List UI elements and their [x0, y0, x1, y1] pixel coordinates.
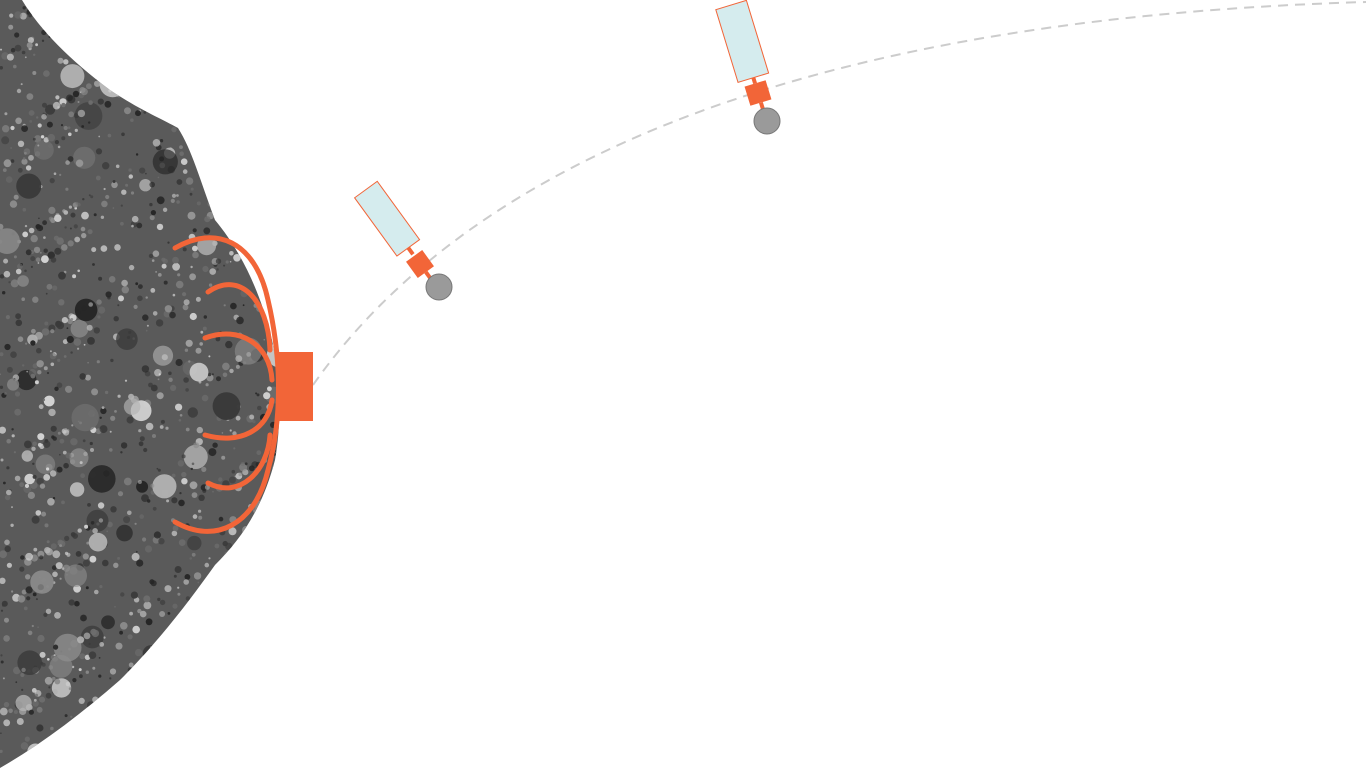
sampler-head-icon — [425, 273, 453, 301]
spacecraft-body — [406, 250, 434, 278]
spacecraft-icon — [715, 0, 772, 111]
solar-panel — [715, 0, 770, 84]
sampler-head-icon — [753, 107, 781, 135]
trajectory-path — [312, 1, 1366, 386]
contact-pad-icon — [276, 352, 313, 421]
asteroid-surface-icon — [0, 0, 280, 768]
solar-panel — [353, 180, 421, 257]
spacecraft-body — [744, 80, 772, 106]
spacecraft-icon — [353, 180, 434, 280]
contact-signal-arcs-icon — [172, 235, 281, 534]
